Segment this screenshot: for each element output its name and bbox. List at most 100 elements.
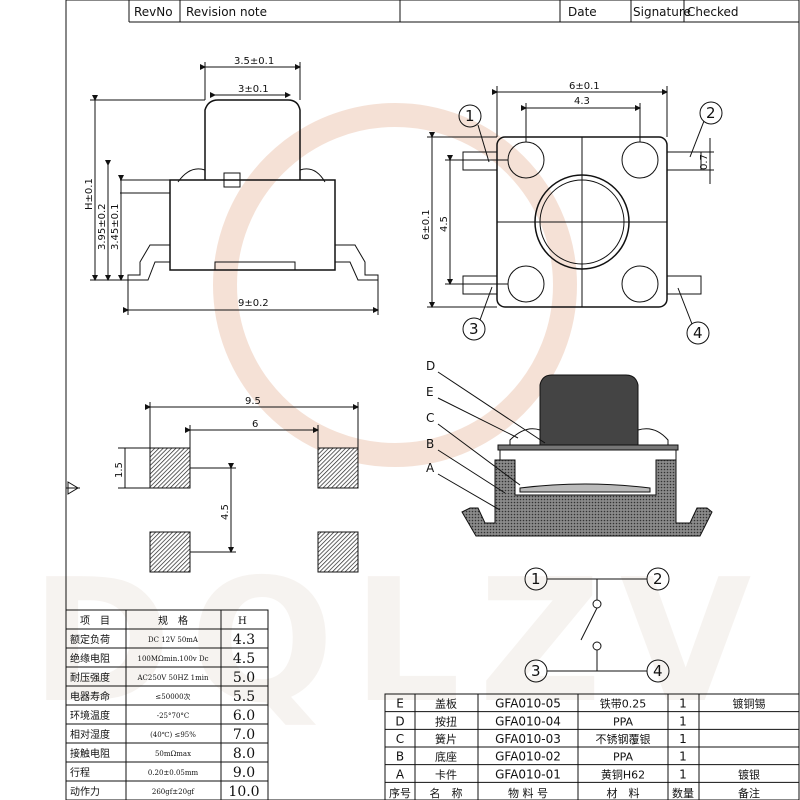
pin-label-3: 3 xyxy=(469,320,479,338)
section-label-a: A xyxy=(426,461,435,475)
spec-row-spec: 0.20±0.05mm xyxy=(148,769,199,777)
top-view xyxy=(427,86,723,345)
revision-block: RevNo Revision note Date Signature Check… xyxy=(128,0,799,23)
bom-name: 卡件 xyxy=(435,768,457,781)
spec-header-h: H xyxy=(238,616,247,627)
spec-row-spec: DC 12V 50mA xyxy=(148,636,199,644)
watermark-text: DQLZV xyxy=(31,543,770,741)
dim-height-1: 3.95±0.2 xyxy=(97,203,108,250)
sheet-border xyxy=(65,0,800,800)
bom-qty: 1 xyxy=(679,697,687,711)
bom-name: 按扭 xyxy=(435,714,457,728)
spec-row-spec: 50mΩmax xyxy=(155,750,191,758)
spec-header-item: 项 目 xyxy=(80,615,110,627)
dim-height-h: H±0.1 xyxy=(84,178,95,210)
bom-qty: 1 xyxy=(679,767,687,781)
bom-id: C xyxy=(396,732,404,746)
bom-id: B xyxy=(396,750,404,764)
dim-top-pitch-x: 4.3 xyxy=(574,96,590,107)
spec-row-item: 行程 xyxy=(70,766,90,779)
bom-name: 底座 xyxy=(435,750,457,764)
dim-body-width: 9±0.2 xyxy=(238,298,269,309)
pin-label-2: 2 xyxy=(706,104,716,122)
dim-width-inner: 3±0.1 xyxy=(238,84,269,95)
spec-row-spec: AC250V 50HZ 1min xyxy=(137,674,209,682)
bom-id: E xyxy=(396,697,404,711)
bom-note: 镀银 xyxy=(738,767,760,781)
spec-row-h: 8.0 xyxy=(233,746,255,762)
schematic-pin-labels: 1 2 3 4 xyxy=(531,570,663,680)
spec-row-spec: (40℃) ≤95% xyxy=(150,731,196,739)
spec-row-h: 10.0 xyxy=(228,784,259,800)
dim-top-pitch-y: 4.5 xyxy=(439,216,450,232)
bom-part: GFA010-05 xyxy=(495,697,561,711)
dim-top-width: 6±0.1 xyxy=(569,81,600,92)
bom-header-1: 名 称 xyxy=(430,786,463,800)
spec-row-h: 7.0 xyxy=(233,727,255,743)
bom-note: 镀铜锡 xyxy=(733,697,766,711)
spec-row-spec: 100MΩmin.100v Dc xyxy=(137,655,208,663)
revno-header: RevNo xyxy=(134,5,173,19)
section-label-e: E xyxy=(426,385,434,399)
spec-row-item: 绝缘电阻 xyxy=(70,652,110,665)
schem-pin-2: 2 xyxy=(653,570,663,588)
spec-row-h: 4.3 xyxy=(233,632,255,648)
bom-name: 盖板 xyxy=(435,697,457,711)
spec-row-h: 4.5 xyxy=(233,651,255,667)
bom-qty: 1 xyxy=(679,714,687,728)
dim-fp-pad: 1.5 xyxy=(114,462,125,478)
spec-row-item: 耐压强度 xyxy=(70,671,110,684)
signature-header: Signature xyxy=(633,5,691,19)
bom-id: A xyxy=(396,767,405,781)
bom-name: 簧片 xyxy=(435,732,457,746)
bom-material: 铁带0.25 xyxy=(600,698,647,711)
spec-row-item: 相对湿度 xyxy=(70,728,110,741)
dim-fp-span: 9.5 xyxy=(245,396,261,407)
bom-header-4: 数量 xyxy=(672,787,694,800)
spec-table: 项 目 规 格 H 额定负荷 DC 12V 50mA 4.3 绝缘电阻 100MΩmin… xyxy=(65,609,269,800)
revision-note-header: Revision note xyxy=(186,5,267,19)
spec-row-h: 6.0 xyxy=(233,708,255,724)
section-labels: D E C B A xyxy=(426,359,435,475)
bom-qty: 1 xyxy=(679,732,687,746)
top-view-dimensions: 6±0.1 4.3 6±0.1 4.5 0.7 1 2 3 4 xyxy=(421,81,716,342)
bom-material: PPA xyxy=(613,715,634,728)
schem-pin-3: 3 xyxy=(531,662,541,680)
spec-header-spec: 规 格 xyxy=(158,614,188,627)
spec-row-spec: -25°70°C xyxy=(157,712,190,720)
section-label-c: C xyxy=(426,411,434,425)
checked-header: Checked xyxy=(687,5,739,19)
bom-header-5: 备注 xyxy=(738,786,760,800)
spec-row-item: 额定负荷 xyxy=(70,633,110,646)
spec-row-spec: ≤50000次 xyxy=(155,692,190,701)
spec-row-item: 动作力 xyxy=(70,785,100,798)
dim-width-outer: 3.5±0.1 xyxy=(234,56,274,67)
section-label-b: B xyxy=(426,437,434,451)
dim-fp-inner: 6 xyxy=(252,419,258,430)
switch-schematic xyxy=(524,567,670,683)
bom-qty: 1 xyxy=(679,750,687,764)
dim-height-2: 3.45±0.1 xyxy=(110,203,121,250)
spec-row-spec: 260gf±20gf xyxy=(152,788,196,796)
section-view xyxy=(437,371,713,537)
footprint-dimensions: 9.5 6 1.5 4.5 xyxy=(114,396,261,520)
bom-part: GFA010-01 xyxy=(495,767,561,781)
dim-fp-pitch: 4.5 xyxy=(220,504,231,520)
pcb-footprint xyxy=(66,402,359,573)
spec-row-item: 电器寿命 xyxy=(70,690,110,703)
spec-row-h: 9.0 xyxy=(233,765,255,781)
spec-row-h: 5.0 xyxy=(233,670,255,686)
pin-label-1: 1 xyxy=(465,107,475,125)
bom-material: PPA xyxy=(613,751,634,764)
side-view xyxy=(90,62,379,315)
section-label-d: D xyxy=(426,359,435,373)
date-header: Date xyxy=(568,5,597,19)
spec-row-h: 5.5 xyxy=(233,689,255,705)
bom-material: 黄铜H62 xyxy=(601,767,645,781)
bom-part: GFA010-03 xyxy=(495,732,561,746)
bom-part: GFA010-04 xyxy=(495,714,561,728)
pin-label-4: 4 xyxy=(693,324,703,342)
bom-part: GFA010-02 xyxy=(495,750,561,764)
bom-material: 不锈钢覆银 xyxy=(596,732,651,746)
